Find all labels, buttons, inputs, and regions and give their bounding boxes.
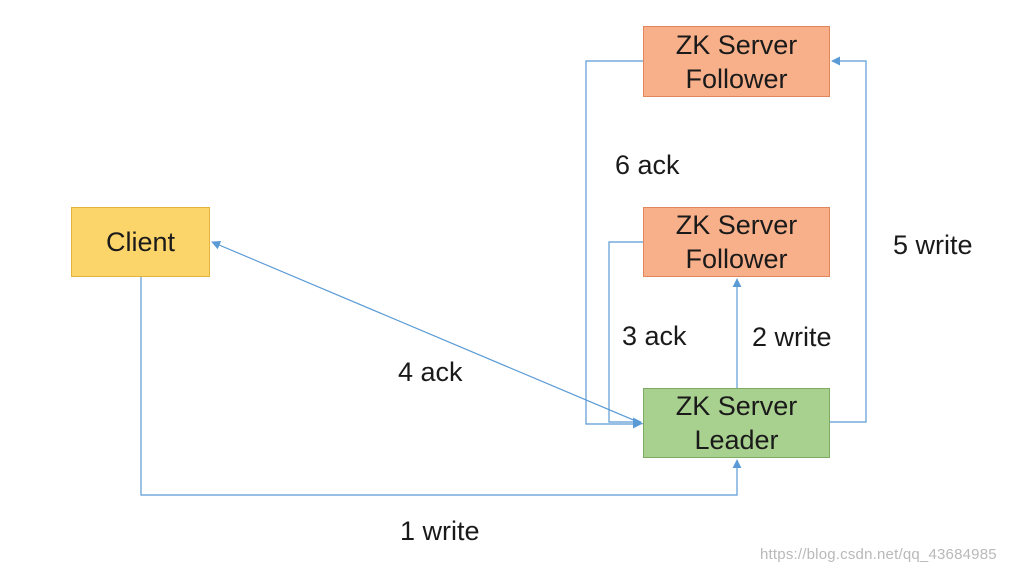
follower-top-line1: ZK Server bbox=[675, 29, 798, 60]
follower-node-middle: ZK Server Follower bbox=[643, 207, 830, 277]
edge-6-label: 6 ack bbox=[615, 150, 680, 180]
follower-top-line2: Follower bbox=[685, 63, 788, 94]
edge-2-label: 2 write bbox=[752, 322, 832, 352]
watermark-text: https://blog.csdn.net/qq_43684985 bbox=[760, 546, 997, 563]
leader-line1: ZK Server bbox=[675, 391, 798, 421]
edge-4-ack bbox=[211, 241, 644, 425]
client-label: Client bbox=[105, 227, 176, 257]
leader-line2: Leader bbox=[694, 425, 779, 455]
edge-6-ack bbox=[585, 60, 643, 429]
edge-4-label: 4 ack bbox=[398, 357, 463, 387]
edge-1-label: 1 write bbox=[400, 516, 480, 546]
client-node: Client bbox=[71, 207, 210, 277]
edge-3-label: 3 ack bbox=[622, 321, 687, 351]
leader-node: ZK Server Leader bbox=[643, 388, 830, 458]
follower-mid-line2: Follower bbox=[685, 244, 788, 274]
follower-mid-line1: ZK Server bbox=[675, 210, 798, 240]
edge-3-ack bbox=[608, 241, 643, 427]
edge-1-write bbox=[140, 277, 742, 496]
edge-5-write bbox=[830, 56, 867, 423]
follower-node-top: ZK Server Follower bbox=[643, 26, 830, 97]
edge-5-label: 5 write bbox=[893, 230, 973, 260]
